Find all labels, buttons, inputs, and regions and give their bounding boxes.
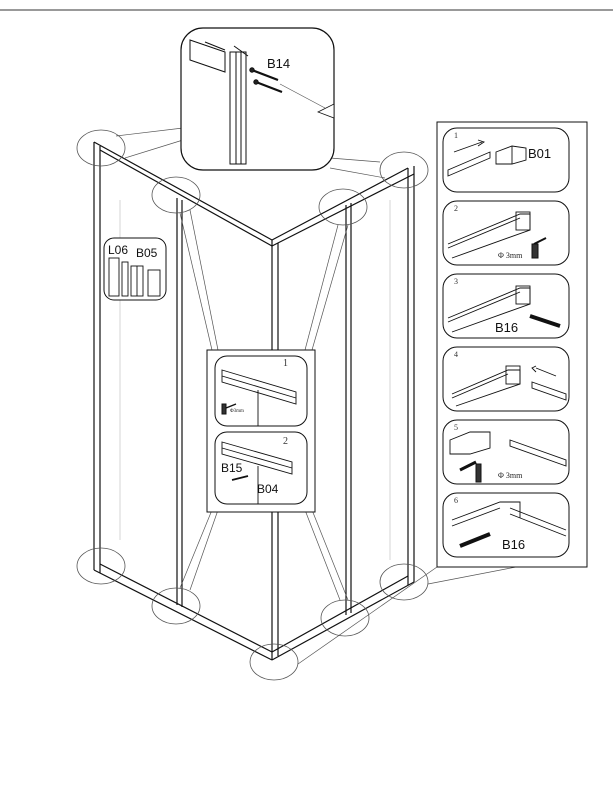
center-step-1: 1 Φ3mm — [214, 355, 308, 427]
right-step-4: 4 — [442, 346, 570, 412]
leader-lines — [115, 127, 517, 665]
right-step-4-number: 4 — [454, 350, 458, 359]
right-step-5-number: 5 — [454, 423, 458, 432]
label-b05: B05 — [136, 246, 158, 260]
screw-icon — [249, 67, 283, 94]
center-step-2: 2 B15 B04 — [214, 431, 308, 505]
right-step-5: 5 Φ 3mm — [442, 419, 570, 485]
right-step-6: 6 B16 — [442, 492, 570, 558]
center-detail: 1 Φ3mm 2 B15 B04 — [206, 349, 316, 513]
left-detail: L06 B05 — [103, 237, 167, 301]
center-step-1-note: Φ3mm — [230, 409, 244, 414]
screwdriver-icon — [459, 532, 491, 548]
center-step-1-number: 1 — [283, 358, 288, 369]
right-step-3: 3 B16 — [442, 273, 570, 339]
right-step-2-number: 2 — [454, 204, 458, 213]
drill-icon — [459, 460, 482, 483]
detail-circles — [76, 129, 429, 681]
right-step-1: 1 B01 — [442, 127, 570, 193]
label-b15: B15 — [221, 461, 243, 475]
right-step-5-note: Φ 3mm — [498, 471, 523, 480]
right-step-6-number: 6 — [454, 496, 458, 505]
right-step-panel: 1 B01 2 Φ 3mm — [436, 121, 588, 568]
label-b01: B01 — [528, 146, 551, 161]
label-b14: B14 — [267, 56, 290, 71]
right-step-1-number: 1 — [454, 131, 458, 140]
label-b04: B04 — [257, 482, 279, 496]
label-b16-step3: B16 — [495, 320, 518, 335]
drill-icon — [221, 403, 237, 415]
drill-icon — [531, 237, 547, 259]
screwdriver-icon — [529, 314, 561, 328]
screw-icon — [231, 475, 249, 481]
label-l06: L06 — [108, 243, 128, 257]
label-b16-step6: B16 — [502, 537, 525, 552]
right-step-2: 2 Φ 3mm — [442, 200, 570, 266]
right-step-3-number: 3 — [454, 277, 458, 286]
top-detail: B14 — [180, 27, 335, 171]
right-step-2-note: Φ 3mm — [498, 251, 523, 260]
center-step-2-number: 2 — [283, 436, 288, 447]
